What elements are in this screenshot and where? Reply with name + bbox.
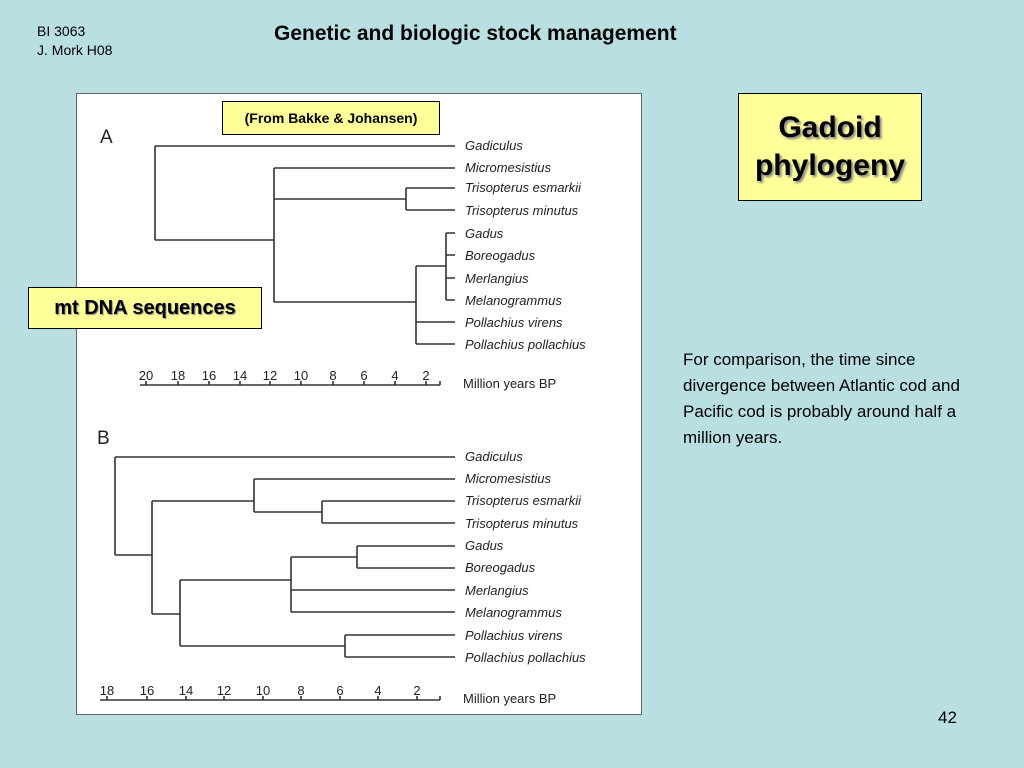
- tick-label: 4: [374, 683, 381, 698]
- taxon-label: Gadiculus: [465, 138, 523, 153]
- panel-a-axis-label: Million years BP: [463, 376, 556, 391]
- tick-label: 12: [217, 683, 231, 698]
- course-info: BI 3063 J. Mork H08: [37, 22, 112, 60]
- taxon-label: Pollachius pollachius: [465, 337, 586, 352]
- heading-line-2: phylogeny: [754, 149, 905, 182]
- tick-label: 14: [179, 683, 193, 698]
- taxon-label: Melanogrammus: [465, 605, 562, 620]
- tick-label: 2: [413, 683, 420, 698]
- tick-label: 10: [256, 683, 270, 698]
- tree-b-branches: [114, 456, 455, 658]
- tick-label: 6: [336, 683, 343, 698]
- taxon-label: Merlangius: [465, 583, 529, 598]
- panel-a-axis-ticks: 20 18 16 14 12 10 8 6 4 2: [139, 368, 430, 383]
- tree-a-scale-bar: [140, 381, 441, 386]
- tick-label: 16: [140, 683, 154, 698]
- tick-label: 12: [263, 368, 277, 383]
- taxon-label: Pollachius virens: [465, 628, 563, 643]
- tick-label: 18: [100, 683, 114, 698]
- heading-line-1: Gadoid: [778, 111, 882, 144]
- taxon-label: Pollachius virens: [465, 315, 563, 330]
- course-author: J. Mork H08: [37, 42, 113, 58]
- tick-label: 18: [171, 368, 185, 383]
- panel-a-taxa: Gadiculus Micromesistius Trisopterus esm…: [465, 138, 586, 352]
- course-code: BI 3063: [37, 23, 86, 39]
- tree-b-scale-bar: [100, 696, 441, 701]
- panel-b-axis-label: Million years BP: [463, 691, 556, 706]
- tick-label: 16: [202, 368, 216, 383]
- tick-label: 8: [297, 683, 304, 698]
- source-citation: (From Bakke & Johansen): [222, 101, 440, 135]
- slide-title: Genetic and biologic stock management: [274, 22, 677, 45]
- taxon-label: Trisopterus esmarkii: [465, 493, 582, 508]
- taxon-label: Pollachius pollachius: [465, 650, 586, 665]
- taxon-label: Trisopterus minutus: [465, 516, 579, 531]
- page-number: 42: [938, 708, 957, 727]
- taxon-label: Gadus: [465, 226, 504, 241]
- taxon-label: Micromesistius: [465, 160, 551, 175]
- taxon-label: Trisopterus esmarkii: [465, 180, 582, 195]
- tick-label: 10: [294, 368, 308, 383]
- taxon-label: Melanogrammus: [465, 293, 562, 308]
- panel-b-axis-ticks: 18 16 14 12 10 8 6 4 2: [100, 683, 421, 698]
- tick-label: 8: [329, 368, 336, 383]
- tick-label: 14: [233, 368, 247, 383]
- phylogeny-heading: Gadoid phylogeny: [738, 93, 922, 201]
- tree-a-branches: [154, 145, 455, 345]
- panel-a-letter: A: [100, 127, 113, 148]
- panel-b-taxa: Gadiculus Micromesistius Trisopterus esm…: [465, 449, 586, 665]
- taxon-label: Gadus: [465, 538, 504, 553]
- method-tag: mt DNA sequences: [28, 287, 262, 329]
- comparison-note: For comparison, the time since divergenc…: [683, 350, 960, 447]
- taxon-label: Trisopterus minutus: [465, 203, 579, 218]
- tick-label: 2: [422, 368, 429, 383]
- taxon-label: Gadiculus: [465, 449, 523, 464]
- taxon-label: Merlangius: [465, 271, 529, 286]
- panel-b-letter: B: [97, 428, 110, 449]
- tick-label: 20: [139, 368, 153, 383]
- taxon-label: Micromesistius: [465, 471, 551, 486]
- taxon-label: Boreogadus: [465, 560, 536, 575]
- taxon-label: Boreogadus: [465, 248, 536, 263]
- tick-label: 6: [360, 368, 367, 383]
- tick-label: 4: [391, 368, 398, 383]
